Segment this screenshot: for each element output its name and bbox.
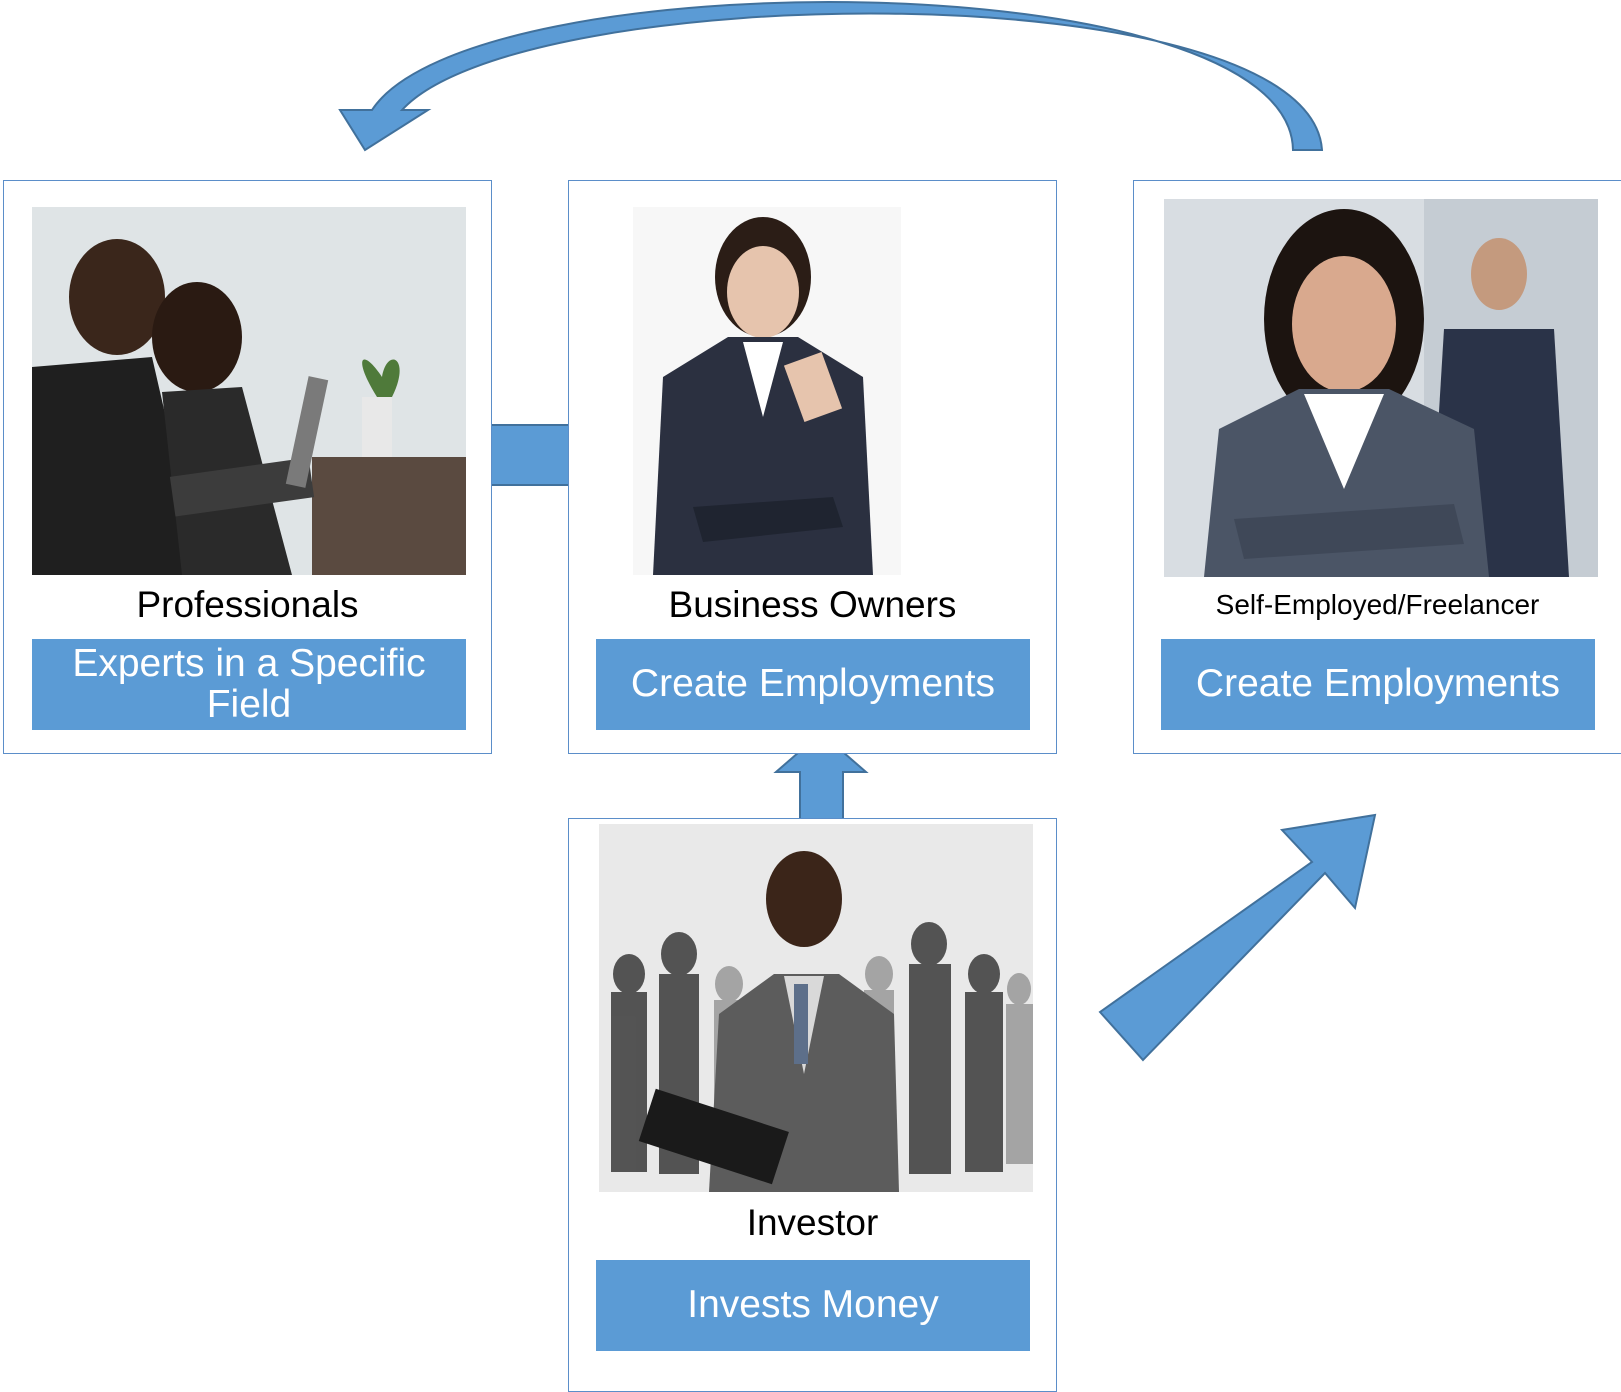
professionals-photo xyxy=(32,207,466,575)
diagonal-arrow xyxy=(1098,813,1377,1062)
professionals-card: Professionals Experts in a Specific Fiel… xyxy=(3,180,492,754)
freelancer-photo xyxy=(1164,199,1598,577)
investor-role-label: Investor xyxy=(746,1202,879,1243)
investor-card: Investor Invests Money xyxy=(568,818,1057,1392)
freelancer-role-label: Self-Employed/Freelancer xyxy=(1215,589,1540,620)
business-owners-tag: Create Employments xyxy=(596,639,1030,730)
professionals-tag: Experts in a Specific Field xyxy=(32,639,466,730)
business-owner-photo xyxy=(633,207,901,575)
investor-tag: Invests Money xyxy=(596,1260,1030,1351)
freelancer-tag: Create Employments xyxy=(1161,639,1595,730)
investor-photo xyxy=(599,824,1033,1192)
business-owners-role-label: Business Owners xyxy=(668,584,957,625)
freelancer-card: Self-Employed/Freelancer Create Employme… xyxy=(1133,180,1621,754)
business-owners-card: Business Owners Create Employments xyxy=(568,180,1057,754)
professionals-role-label: Professionals xyxy=(136,584,359,625)
curved-arrow xyxy=(338,1,1324,152)
